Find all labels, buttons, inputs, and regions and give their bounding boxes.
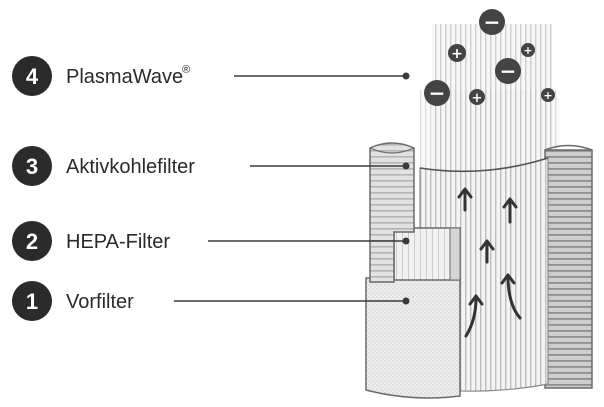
svg-text:−: − [484, 10, 501, 34]
badge-number: 4 [26, 64, 39, 89]
svg-text:−: − [429, 81, 446, 105]
number-badge-4 [12, 56, 52, 96]
label-text: HEPA-Filter [66, 231, 170, 253]
label-text: Vorfilter [66, 291, 134, 313]
number-badge-1 [12, 281, 52, 321]
arrow-up-icon [464, 294, 484, 338]
arrow-up-icon [479, 239, 495, 264]
minus-ion-icon: − [495, 58, 521, 84]
leader-dot [402, 162, 410, 170]
label-aktivkohlefilter: 3 Aktivkohlefilter [12, 146, 410, 186]
number-badge-3 [12, 146, 52, 186]
leader-dot [402, 237, 410, 245]
minus-ion-icon: − [424, 80, 450, 106]
badge-number: 1 [26, 289, 38, 314]
badge-number: 3 [26, 154, 38, 179]
minus-ion-icon: − [479, 9, 505, 35]
svg-text:+: + [523, 44, 532, 57]
arrow-up-icon [502, 197, 518, 224]
arrow-up-icon [500, 273, 522, 320]
vorfilter-layer [365, 277, 461, 399]
svg-text:−: − [500, 59, 517, 83]
registered-mark: ® [182, 64, 190, 76]
leader-dot [402, 72, 410, 80]
plus-ion-icon: + [448, 44, 466, 62]
number-badge-2 [12, 221, 52, 261]
label-text: PlasmaWave [66, 66, 183, 88]
plus-ion-icon: + [469, 89, 485, 106]
leader-dot [402, 297, 410, 305]
label-hepa-filter: 2 HEPA-Filter [12, 221, 410, 261]
label-vorfilter: 1 Vorfilter [12, 281, 410, 321]
label-plasmawave: 4 PlasmaWave ® [12, 56, 410, 96]
svg-text:+: + [543, 89, 552, 102]
outer-wall-right [544, 144, 593, 389]
hepa-filter-layer [393, 227, 461, 281]
plus-ion-icon: + [541, 88, 555, 102]
svg-text:+: + [451, 46, 463, 62]
label-text: Aktivkohlefilter [66, 156, 195, 178]
badge-number: 2 [26, 229, 38, 254]
airflow-arrows [457, 187, 522, 338]
arrow-up-icon [457, 187, 473, 212]
svg-text:+: + [472, 91, 483, 106]
ions: − + + − − + + [424, 9, 555, 106]
plus-ion-icon: + [521, 43, 535, 57]
aktivkohlefilter-layer [369, 142, 415, 283]
